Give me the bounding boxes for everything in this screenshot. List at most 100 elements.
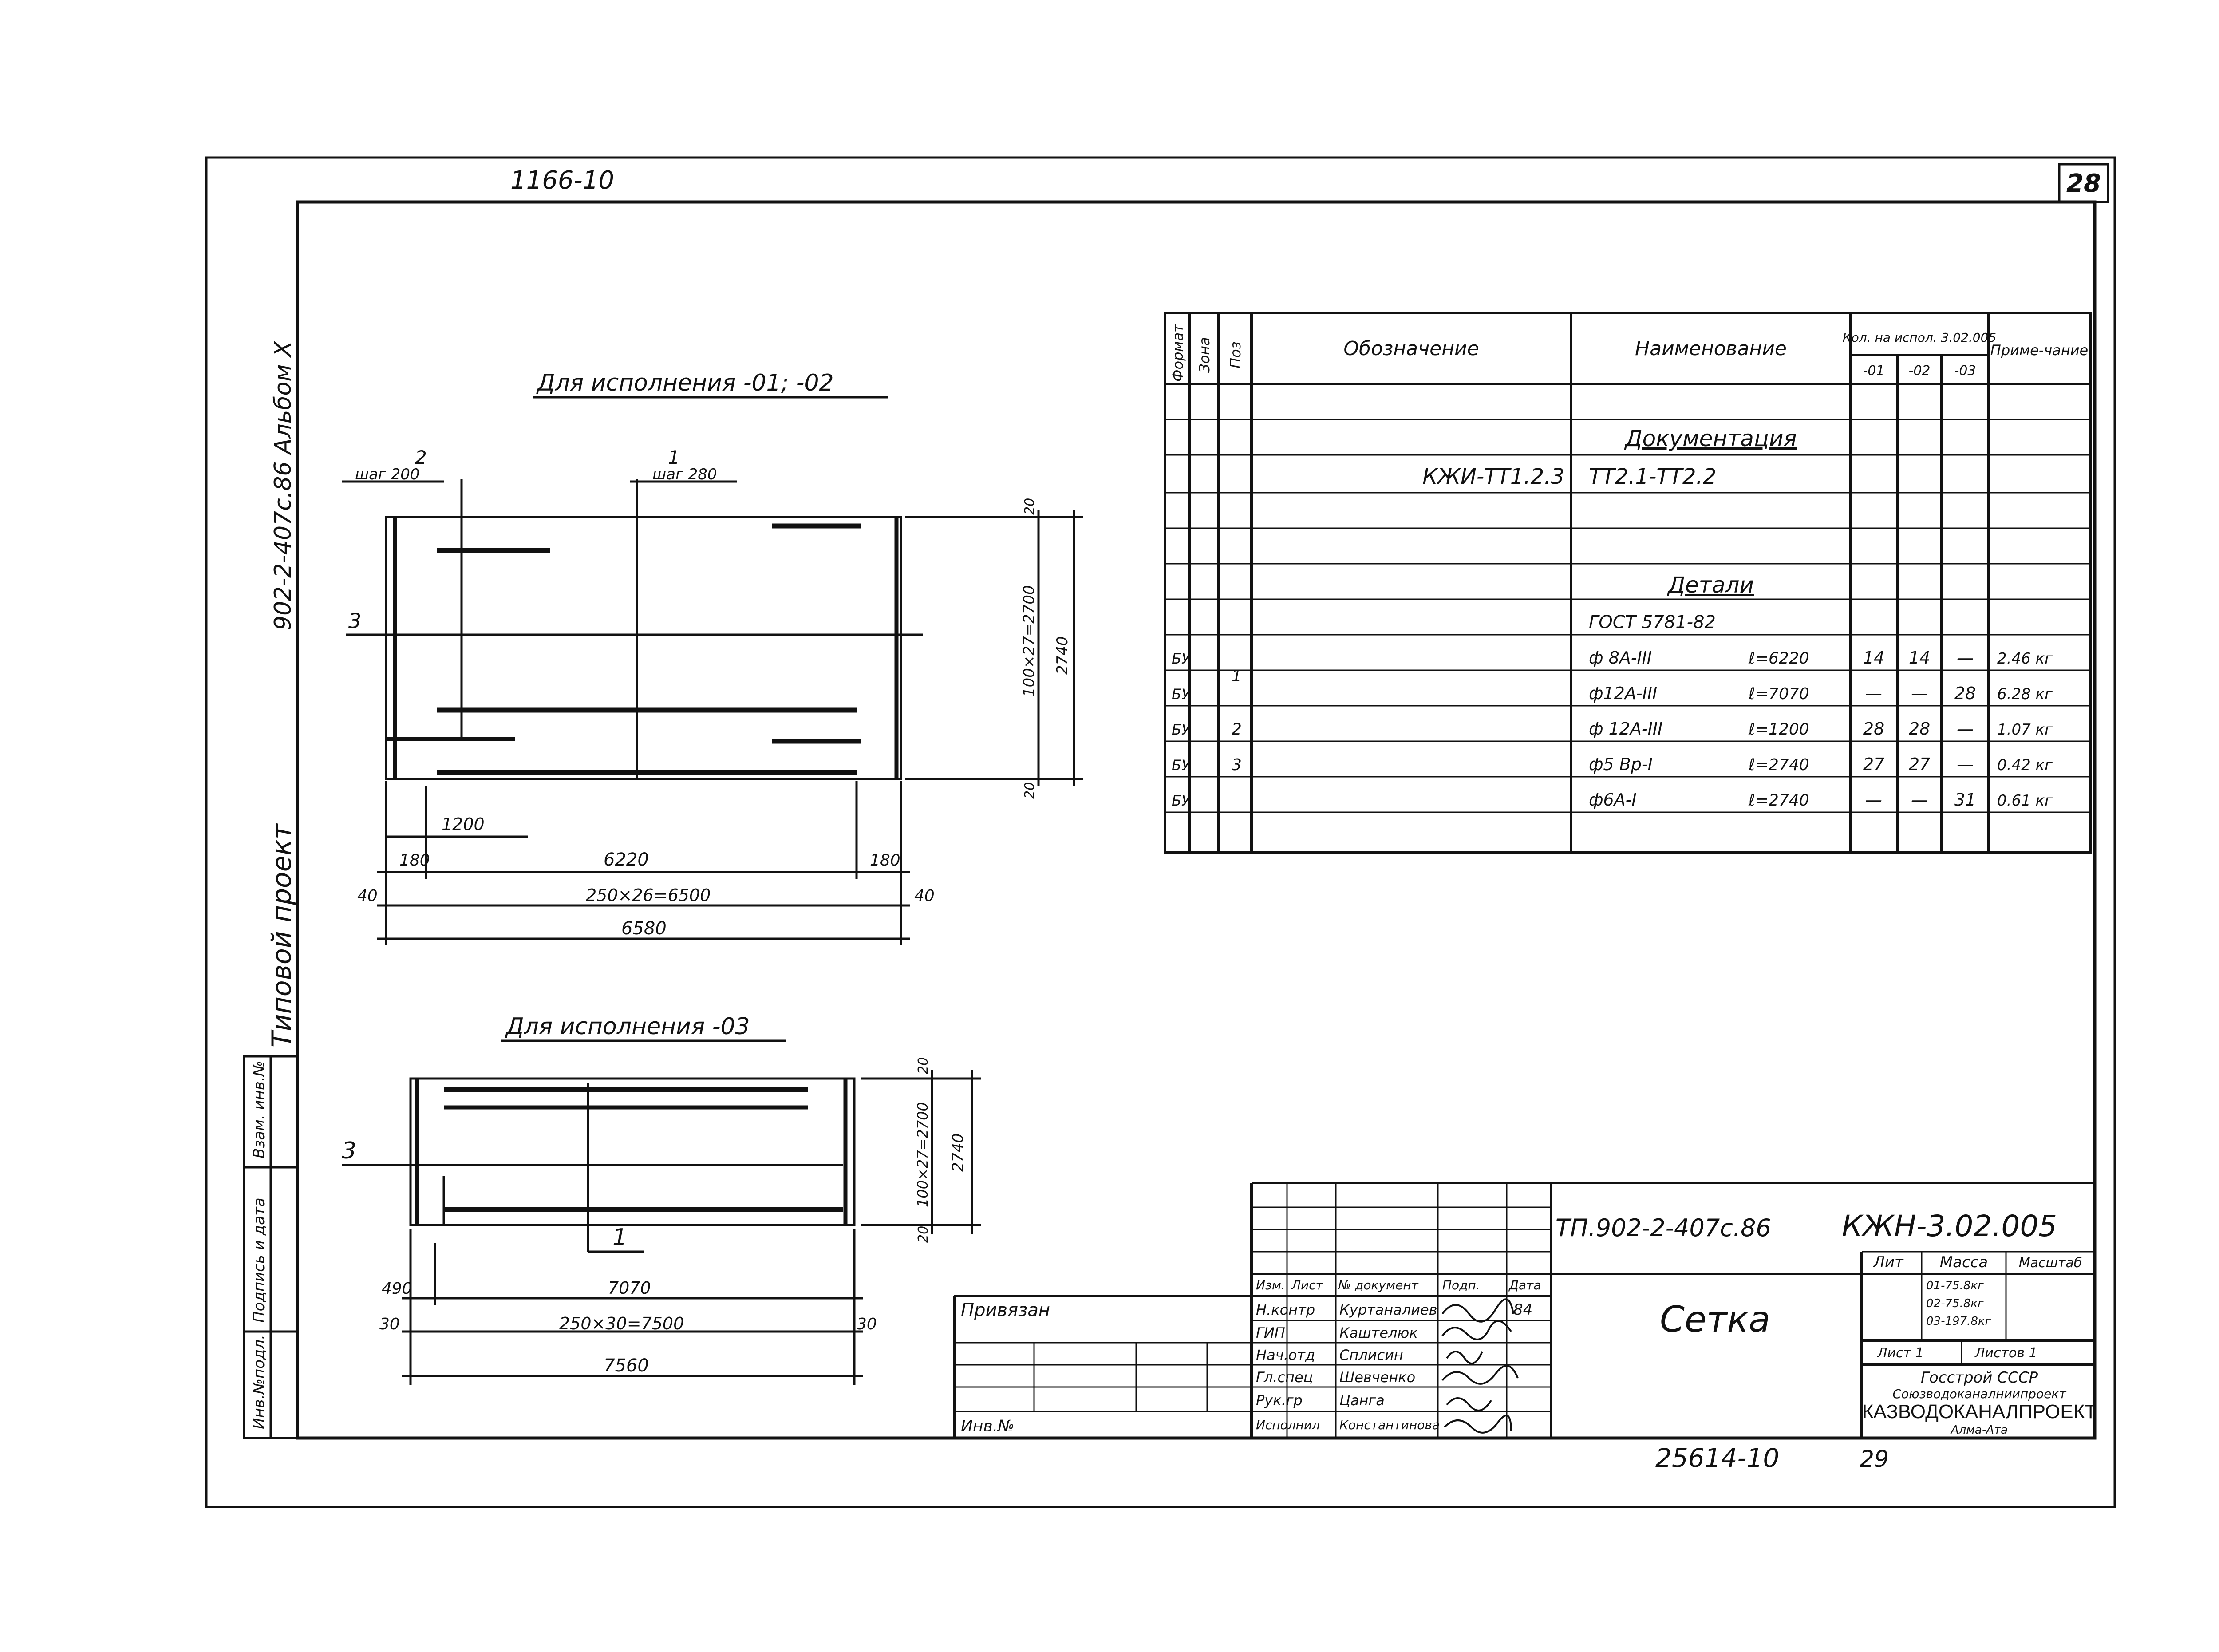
- spec-table-grid: [1164, 312, 2092, 854]
- view1-dim-1200: 1200: [442, 814, 485, 834]
- spec-row-format: БУ: [1172, 721, 1191, 738]
- view1-callout-1-step: шаг 280: [652, 466, 717, 483]
- tb-role: ГИП: [1256, 1324, 1285, 1341]
- view1-dim-vertical-total: 2740: [1054, 636, 1071, 675]
- sheet-number-box: [2058, 163, 2109, 203]
- spec-row-len: ℓ=6220: [1748, 649, 1809, 668]
- side-project-title: Типовой проект: [266, 823, 297, 1047]
- tb-name: Сетка: [1660, 1299, 1770, 1340]
- view2-dim-vertical-total: 2740: [949, 1133, 967, 1172]
- spec-doc-designation: КЖИ-ТТ1.2.3: [1422, 464, 1564, 489]
- spec-row-format: БУ: [1172, 686, 1191, 703]
- spec-gost: ГОСТ 5781-82: [1589, 612, 1716, 632]
- spec-row-q01: 28: [1863, 719, 1884, 739]
- spec-row-q03: 28: [1954, 684, 1976, 703]
- spec-row-format: БУ: [1172, 757, 1191, 774]
- spec-hdr-q02: -02: [1909, 363, 1931, 379]
- spec-hdr-q03: -03: [1954, 363, 1976, 379]
- spec-section-docs: Документация: [1624, 426, 1797, 451]
- tb-person: Шевченко: [1339, 1369, 1415, 1386]
- spec-row-note: 0.61 кг: [1997, 792, 2053, 810]
- side-album: 902-2-407с.86 Альбом X: [270, 340, 296, 630]
- view2-callout-1: 1: [612, 1224, 627, 1251]
- view1-callout-2-step: шаг 200: [355, 466, 420, 483]
- spec-row-pos: 3: [1232, 756, 1242, 774]
- spec-hdr-designation: Обозначение: [1343, 337, 1479, 360]
- tb-mass-02: 02-75.8кг: [1926, 1297, 1984, 1310]
- spec-row-pos: 2: [1232, 720, 1242, 739]
- view2-dim-vertical: 100×27=2700: [914, 1102, 931, 1207]
- spec-hdr-q01: -01: [1863, 363, 1885, 379]
- tb-org2: Союзводоканалниипроект: [1892, 1387, 2066, 1401]
- spec-row-name: ф12А-III: [1589, 684, 1657, 703]
- spec-row-q02: —: [1911, 790, 1928, 810]
- inner-frame: [296, 200, 2097, 1440]
- spec-hdr-name: Наименование: [1635, 337, 1787, 360]
- tb-hdr-izm: Изм.: [1256, 1278, 1285, 1292]
- tb-hdr-date: Дата: [1508, 1278, 1541, 1292]
- spec-row-q03: —: [1957, 648, 1974, 668]
- tb-role: Исполнил: [1256, 1418, 1320, 1432]
- spec-row-format: БУ: [1172, 792, 1191, 809]
- spec-row-q01: 27: [1863, 755, 1884, 774]
- spec-doc-name: ТТ2.1-ТТ2.2: [1589, 464, 1716, 489]
- side-label-sign: Подпись и дата: [250, 1198, 268, 1323]
- view1-dim-180-left: 180: [399, 851, 430, 869]
- tb-person: Каштелюк: [1339, 1324, 1418, 1341]
- view2-dim-30-left: 30: [379, 1315, 400, 1333]
- view1-callout-3: 3: [348, 609, 361, 633]
- spec-row-q03: —: [1957, 755, 1974, 774]
- spec-row-q01: —: [1865, 790, 1882, 810]
- view2-dim-20-top: 20: [916, 1057, 931, 1074]
- tb-role: Н.контр: [1256, 1301, 1315, 1318]
- spec-hdr-zone: Зона: [1196, 337, 1213, 373]
- spec-row-note: 2.46 кг: [1997, 650, 2053, 668]
- spec-row-q01: 14: [1863, 648, 1884, 668]
- tb-person: Куртаналиев: [1339, 1301, 1437, 1318]
- spec-row-note: 6.28 кг: [1997, 685, 2053, 703]
- spec-section-parts: Детали: [1667, 572, 1754, 598]
- spec-row-q02: 28: [1909, 719, 1930, 739]
- view1-dim-40-right: 40: [914, 887, 935, 905]
- tb-binding: Привязан: [961, 1300, 1050, 1320]
- view1-dim-20-top: 20: [1022, 498, 1038, 515]
- bottom-page: 29: [1860, 1446, 1889, 1473]
- tb-mass: Масса: [1940, 1253, 1988, 1271]
- spec-hdr-note: Приме-чание: [1990, 342, 2088, 359]
- view2-dim-30-right: 30: [857, 1315, 877, 1333]
- tb-org3: КАЗВОДОКАНАЛПРОЕКТ: [1862, 1401, 2097, 1423]
- tb-person: Сплисин: [1339, 1347, 1403, 1363]
- spec-row-note: 1.07 кг: [1997, 721, 2053, 739]
- spec-row-q03: —: [1957, 719, 1974, 739]
- tb-date: 84: [1513, 1301, 1532, 1319]
- view1-dim-40-left: 40: [357, 887, 378, 905]
- spec-row-len: ℓ=7070: [1748, 685, 1809, 703]
- spec-row-name: ф5 Вр-I: [1589, 755, 1653, 774]
- tb-mass-03: 03-197.8кг: [1926, 1315, 1991, 1328]
- outer-border: [205, 156, 2116, 1508]
- view1-dim-vertical: 100×27=2700: [1020, 585, 1038, 697]
- spec-row-q02: 14: [1909, 648, 1930, 668]
- view1-dim-20-bottom: 20: [1022, 782, 1038, 799]
- spec-hdr-pos: Поз: [1227, 341, 1244, 368]
- tb-code: КЖН-3.02.005: [1842, 1209, 2057, 1243]
- view2-dim-total: 7560: [604, 1356, 649, 1376]
- view1-callout-1: 1: [668, 447, 680, 468]
- spec-row-name: ф 8А-III: [1589, 648, 1652, 668]
- tb-hdr-doc: № документ: [1337, 1278, 1419, 1292]
- spec-row-format: БУ: [1172, 650, 1191, 667]
- tb-inv: Инв.№: [961, 1417, 1015, 1435]
- spec-hdr-format: Формат: [1169, 324, 1186, 382]
- side-label-replace: Взам. инв.№: [250, 1061, 268, 1158]
- spec-hdr-qty: Кол. на испол. 3.02.005: [1843, 330, 1997, 345]
- spec-rows: БУ 1 ф 8А-III ℓ=6220 14 14 — 2.46 кг БУ …: [1172, 648, 2053, 810]
- view2-dim-step: 250×30=7500: [559, 1314, 684, 1333]
- spec-row-name: ф 12А-III: [1589, 719, 1662, 739]
- tb-sheets: Листов 1: [1974, 1345, 2037, 1361]
- tb-hdr-sign: Подп.: [1442, 1278, 1480, 1292]
- tb-person: Константинова: [1339, 1418, 1440, 1432]
- tb-role: Рук.гр: [1256, 1392, 1303, 1409]
- view1-dim-180-right: 180: [870, 851, 900, 869]
- view1-mesh: [342, 479, 1083, 945]
- sheet-number: 28: [2066, 169, 2101, 198]
